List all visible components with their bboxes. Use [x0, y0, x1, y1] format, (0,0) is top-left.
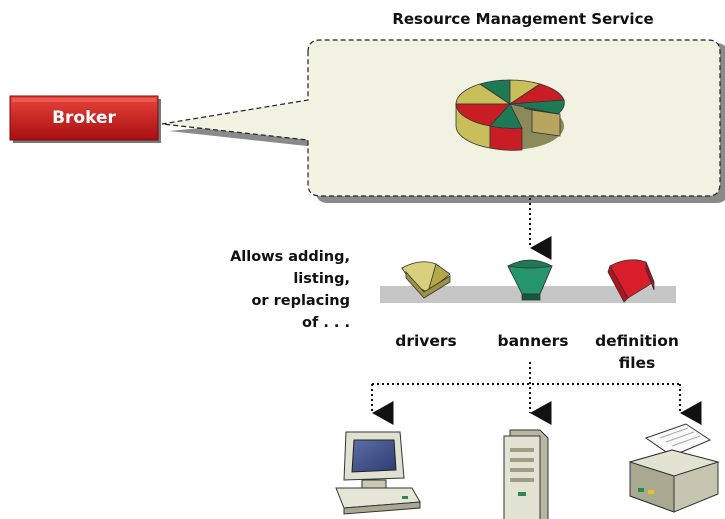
distribution-lines [371, 362, 702, 425]
broker-label: Broker [52, 108, 116, 128]
description-line: listing, [293, 271, 350, 287]
definition-files-label: definition files [582, 330, 692, 374]
description-line: of . . . [302, 315, 350, 331]
definition-files-line: files [618, 354, 656, 372]
banners-wedge-icon [507, 259, 553, 301]
description-line: or replacing [251, 293, 350, 309]
printer-icon [628, 423, 720, 513]
drivers-label: drivers [395, 332, 457, 350]
definition-files-line: definition [595, 332, 679, 350]
service-callout [161, 39, 721, 197]
definitions-wedge-icon [607, 259, 655, 303]
server-icon [503, 429, 549, 519]
description-line: Allows adding, [230, 249, 350, 265]
pie-chart-icon [455, 79, 565, 151]
drivers-wedge-icon [401, 261, 451, 299]
service-title: Resource Management Service [392, 10, 654, 28]
banners-label: banners [497, 332, 569, 350]
workstation-icon [335, 431, 421, 515]
broker-button-shape [9, 95, 161, 143]
description-text: Allows adding, listing, or replacing of … [200, 246, 350, 334]
